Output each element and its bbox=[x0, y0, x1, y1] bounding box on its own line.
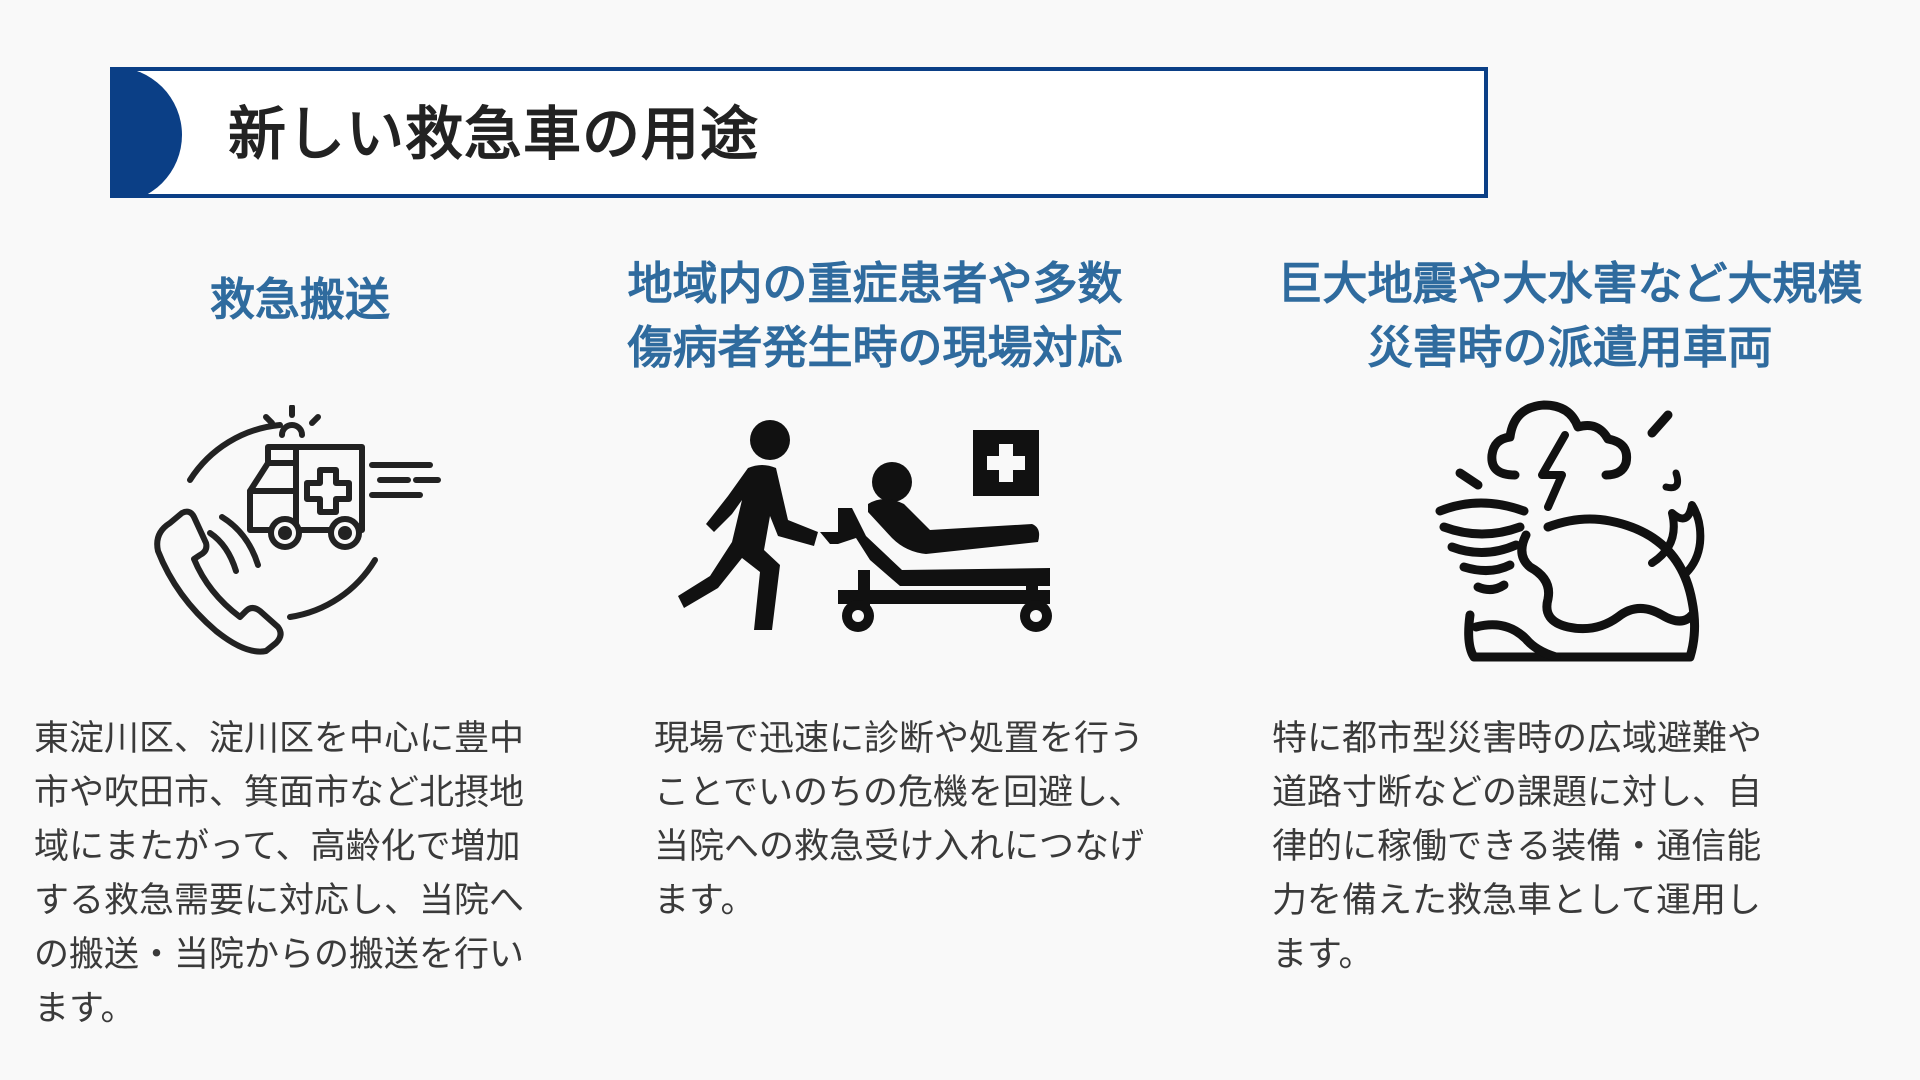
body-line: 律的に稼働できる装備・通信能 bbox=[1272, 827, 1762, 867]
natural-disaster-icon bbox=[1430, 395, 1710, 665]
column-heading-disaster-vehicle: 巨大地震や大水害など大規模 災害時の派遣用車両 bbox=[1260, 252, 1880, 380]
body-line: 当院への救急受け入れにつなげ bbox=[654, 827, 1145, 867]
heading-line: 傷病者発生時の現場対応 bbox=[627, 321, 1123, 374]
column-body-disaster-vehicle: 特に都市型災害時の広域避難や 道路寸断などの課題に対し、自 律的に稼働できる装備… bbox=[1272, 712, 1762, 982]
column-body-onsite-response: 現場で迅速に診断や処置を行う ことでいのちの危機を回避し、 当院への救急受け入れ… bbox=[654, 712, 1144, 928]
body-line: 現場で迅速に診断や処置を行う bbox=[654, 719, 1145, 759]
body-line: 力を備えた救急車として運用し bbox=[1272, 881, 1761, 921]
column-body-transport: 東淀川区、淀川区を中心に豊中 市や吹田市、箕面市など北摂地 域にまたがって、高齢… bbox=[34, 712, 524, 1036]
heading-line: 地域内の重症患者や多数 bbox=[627, 257, 1123, 310]
column-heading-transport: 救急搬送 bbox=[60, 268, 540, 332]
body-line: 域にまたがって、高齢化で増加 bbox=[34, 827, 521, 867]
body-line: ことでいのちの危機を回避し、 bbox=[654, 773, 1143, 813]
ambulance-call-icon bbox=[150, 405, 450, 655]
body-line: 市や吹田市、箕面市など北摂地 bbox=[34, 773, 525, 813]
heading-line: 救急搬送 bbox=[209, 273, 390, 326]
title-banner: 新しい救急車の用途 bbox=[110, 67, 1488, 198]
body-line: 東淀川区、淀川区を中心に豊中 bbox=[34, 719, 525, 759]
body-line: 特に都市型災害時の広域避難や bbox=[1272, 719, 1763, 759]
column-heading-onsite-response: 地域内の重症患者や多数 傷病者発生時の現場対応 bbox=[590, 252, 1160, 380]
stretcher-patient-icon bbox=[670, 420, 1080, 640]
body-line: の搬送・当院からの搬送を行い bbox=[34, 935, 525, 975]
heading-line: 災害時の派遣用車両 bbox=[1367, 321, 1773, 374]
body-line: 道路寸断などの課題に対し、自 bbox=[1272, 773, 1763, 813]
title-accent-shape bbox=[114, 71, 182, 194]
body-line: ます。 bbox=[654, 881, 756, 921]
heading-line: 巨大地震や大水害など大規模 bbox=[1277, 257, 1863, 310]
body-line: ます。 bbox=[1272, 935, 1374, 975]
body-line: する救急需要に対応し、当院へ bbox=[34, 881, 525, 921]
body-line: ます。 bbox=[34, 989, 136, 1029]
page-title: 新しい救急車の用途 bbox=[228, 100, 760, 168]
